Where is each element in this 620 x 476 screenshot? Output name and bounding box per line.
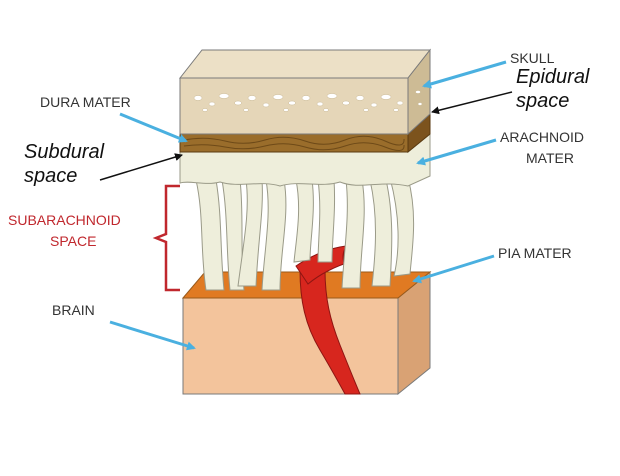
- subarachnoid-label-line2: SPACE: [50, 233, 96, 249]
- pointer-arrows: [99, 60, 513, 351]
- epidural-pointer-arrow: [431, 91, 513, 115]
- skull-front-face: [179, 77, 409, 135]
- trabecula-strand: [293, 179, 314, 263]
- diagram-labels: SKULL Epidural space DURA MATER ARACHNOI…: [8, 50, 590, 318]
- trabecula-strand: [195, 179, 225, 291]
- pia-mater-pointer-arrow: [412, 254, 495, 284]
- skull-label: SKULL: [510, 50, 555, 66]
- trabecula-strand: [261, 179, 287, 291]
- dura-mater-layer: [179, 112, 431, 154]
- arachnoid-label-line2: MATER: [526, 150, 574, 166]
- brain-block: [182, 270, 431, 396]
- trabecula-strand: [237, 179, 263, 287]
- dura-mater-label: DURA MATER: [40, 94, 131, 110]
- brain-label: BRAIN: [52, 302, 95, 318]
- subdural-pointer-arrow: [99, 153, 183, 181]
- trabecula-strand: [369, 179, 393, 287]
- trabecula-strand: [317, 179, 336, 263]
- subarachnoid-label-line1: SUBARACHNOID: [8, 212, 121, 228]
- trabecula-strand: [389, 177, 415, 277]
- skull-top-face: [178, 49, 432, 79]
- brain-front-face: [182, 297, 399, 395]
- pia-mater-label: PIA MATER: [498, 245, 572, 261]
- dura-texture: [183, 135, 405, 151]
- dura-mater-pointer-arrow: [119, 112, 188, 143]
- subdural-label-line1: Subdural: [24, 141, 105, 163]
- epidural-label-line2: space: [516, 90, 569, 112]
- arachnoid-trabeculae: [195, 177, 415, 291]
- skull-pointer-arrow: [422, 60, 507, 89]
- subarachnoid-bracket: [152, 184, 180, 292]
- vessel-penetrating-branch: [299, 269, 361, 395]
- skull-block: [178, 48, 432, 136]
- skull-bone-pores: [193, 90, 423, 112]
- trabecula-strand: [341, 179, 365, 289]
- arachnoid-mater-layer: [179, 132, 431, 187]
- subdural-label-line2: space: [24, 165, 77, 187]
- arachnoid-pointer-arrow: [416, 138, 497, 166]
- arachnoid-membrane: [179, 132, 431, 187]
- brain-pointer-arrow: [109, 320, 196, 351]
- epidural-label-line1: Epidural: [516, 66, 590, 88]
- trabecula-strand: [221, 179, 245, 291]
- dura-front-face: [179, 133, 409, 153]
- arachnoid-label-line1: ARACHNOID: [500, 129, 584, 145]
